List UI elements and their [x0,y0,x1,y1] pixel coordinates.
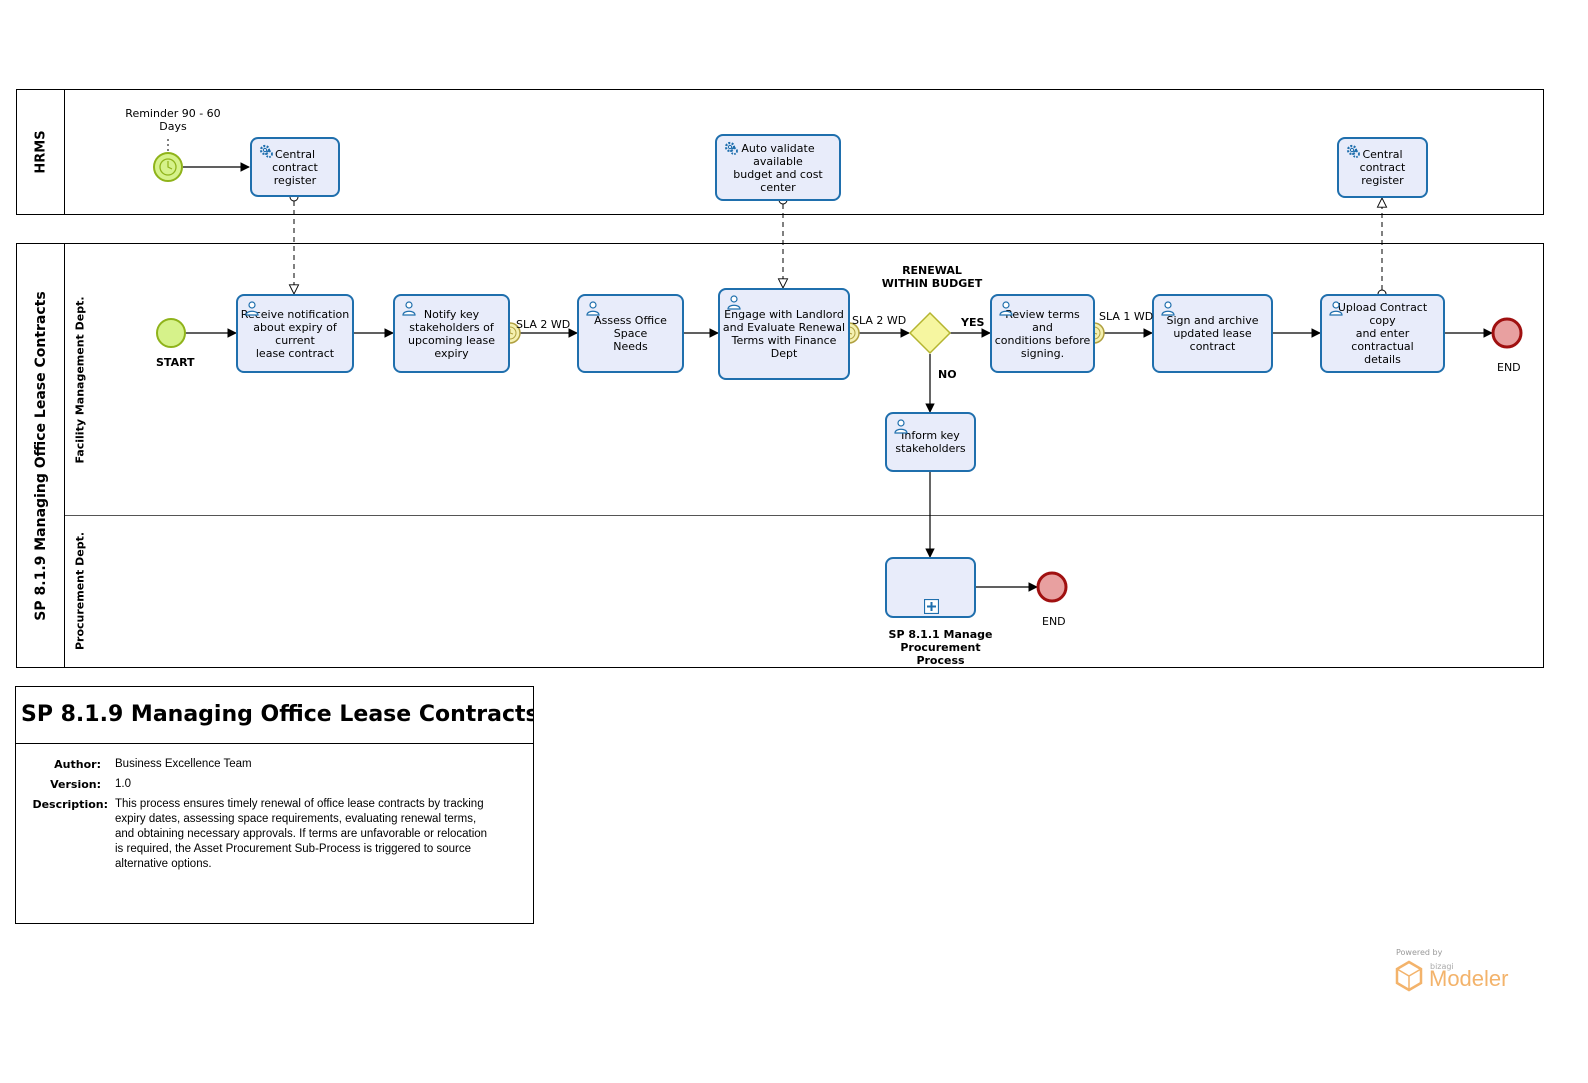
description-value: This process ensures timely renewal of o… [115,798,488,870]
subprocess-label: SP 8.1.1 Manage Procurement Process [888,628,993,667]
renewal-gateway[interactable] [908,311,952,355]
task-label: Engage with Landlord and Evaluate Renewa… [722,308,846,360]
task-label: Auto validate available budget and cost … [733,141,823,194]
task-assess-space[interactable]: Assess Office Space Needs [577,294,684,373]
sla-label: SLA 1 WD [1099,310,1154,323]
task-label: Central contract register [272,147,318,187]
task-label: Assess Office Space Needs [594,314,667,353]
user-task-icon [1161,301,1175,316]
task-receive-notification[interactable]: Receive notification about expiry of cur… [236,294,354,373]
sla-label: SLA 2 WD [852,314,907,327]
bizagi-logo-icon [1395,960,1423,992]
task-central-register-1[interactable]: Central contract register [250,137,340,197]
hrms-pool-header: HRMS [17,90,65,214]
end-event-main[interactable] [1491,317,1523,349]
task-upload-contract[interactable]: Upload Contract copy and enter contractu… [1320,294,1445,373]
expand-subprocess-icon[interactable] [924,599,939,614]
task-sign-archive[interactable]: Sign and archive updated lease contract [1152,294,1273,373]
end-label-main: END [1497,361,1521,374]
process-title: SP 8.1.9 Managing Office Lease Contracts [16,687,533,744]
end-label-procurement: END [1042,615,1066,628]
brand-sub-text: bizagi [1430,962,1454,971]
start-label: START [156,356,195,369]
brand-name-text: Modeler [1429,966,1509,991]
task-label: Receive notification about expiry of cur… [240,307,350,360]
user-task-icon [727,295,741,310]
lane-divider [65,515,1543,516]
no-label: NO [938,368,957,381]
user-task-icon [1329,301,1343,316]
user-task-icon [402,301,416,316]
sequence-flows [183,162,1493,592]
description-key: Description: [32,798,108,811]
task-label: Upload Contract copy and enter contractu… [1337,301,1428,366]
yes-label: YES [961,316,985,329]
task-label: Inform key stakeholders [895,429,966,455]
task-label: Notify key stakeholders of upcoming leas… [407,307,496,360]
task-auto-validate[interactable]: Auto validate available budget and cost … [715,134,841,201]
main-pool-header: SP 8.1.9 Managing Office Lease Contracts [17,244,65,667]
task-central-register-2[interactable]: Central contract register [1337,137,1428,198]
start-event[interactable] [156,318,186,348]
task-notify-stakeholders[interactable]: Notify key stakeholders of upcoming leas… [393,294,510,373]
powered-by-text: Powered by [1396,948,1443,957]
author-key: Author: [54,758,101,771]
timer-start-event[interactable] [153,152,183,182]
task-label: Central contract register [1359,148,1406,187]
version-value: 1.0 [115,778,131,790]
message-flows [167,139,1382,294]
user-task-icon [999,301,1013,316]
subprocess-manage-procurement[interactable] [885,557,976,618]
service-task-icon [259,144,273,158]
task-engage-landlord[interactable]: Engage with Landlord and Evaluate Renewa… [718,288,850,380]
service-task-icon [1346,144,1360,158]
task-inform-stakeholders[interactable]: Inform key stakeholders [885,412,976,472]
service-task-icon [724,141,738,155]
task-review-terms[interactable]: Review terms and conditions before signi… [990,294,1095,373]
user-task-icon [245,301,259,316]
process-info-box: SP 8.1.9 Managing Office Lease Contracts… [15,686,534,924]
version-key: Version: [50,778,101,791]
user-task-icon [586,301,600,316]
task-label: Review terms and conditions before signi… [994,307,1091,360]
gateway-label: RENEWAL WITHIN BUDGET [881,264,983,290]
end-event-procurement[interactable] [1036,571,1068,603]
task-label: Sign and archive updated lease contract [1166,314,1259,353]
author-value: Business Excellence Team [115,758,252,770]
sla-label: SLA 2 WD [516,318,571,331]
reminder-label: Reminder 90 - 60 Days [125,107,221,133]
user-task-icon [894,419,908,434]
